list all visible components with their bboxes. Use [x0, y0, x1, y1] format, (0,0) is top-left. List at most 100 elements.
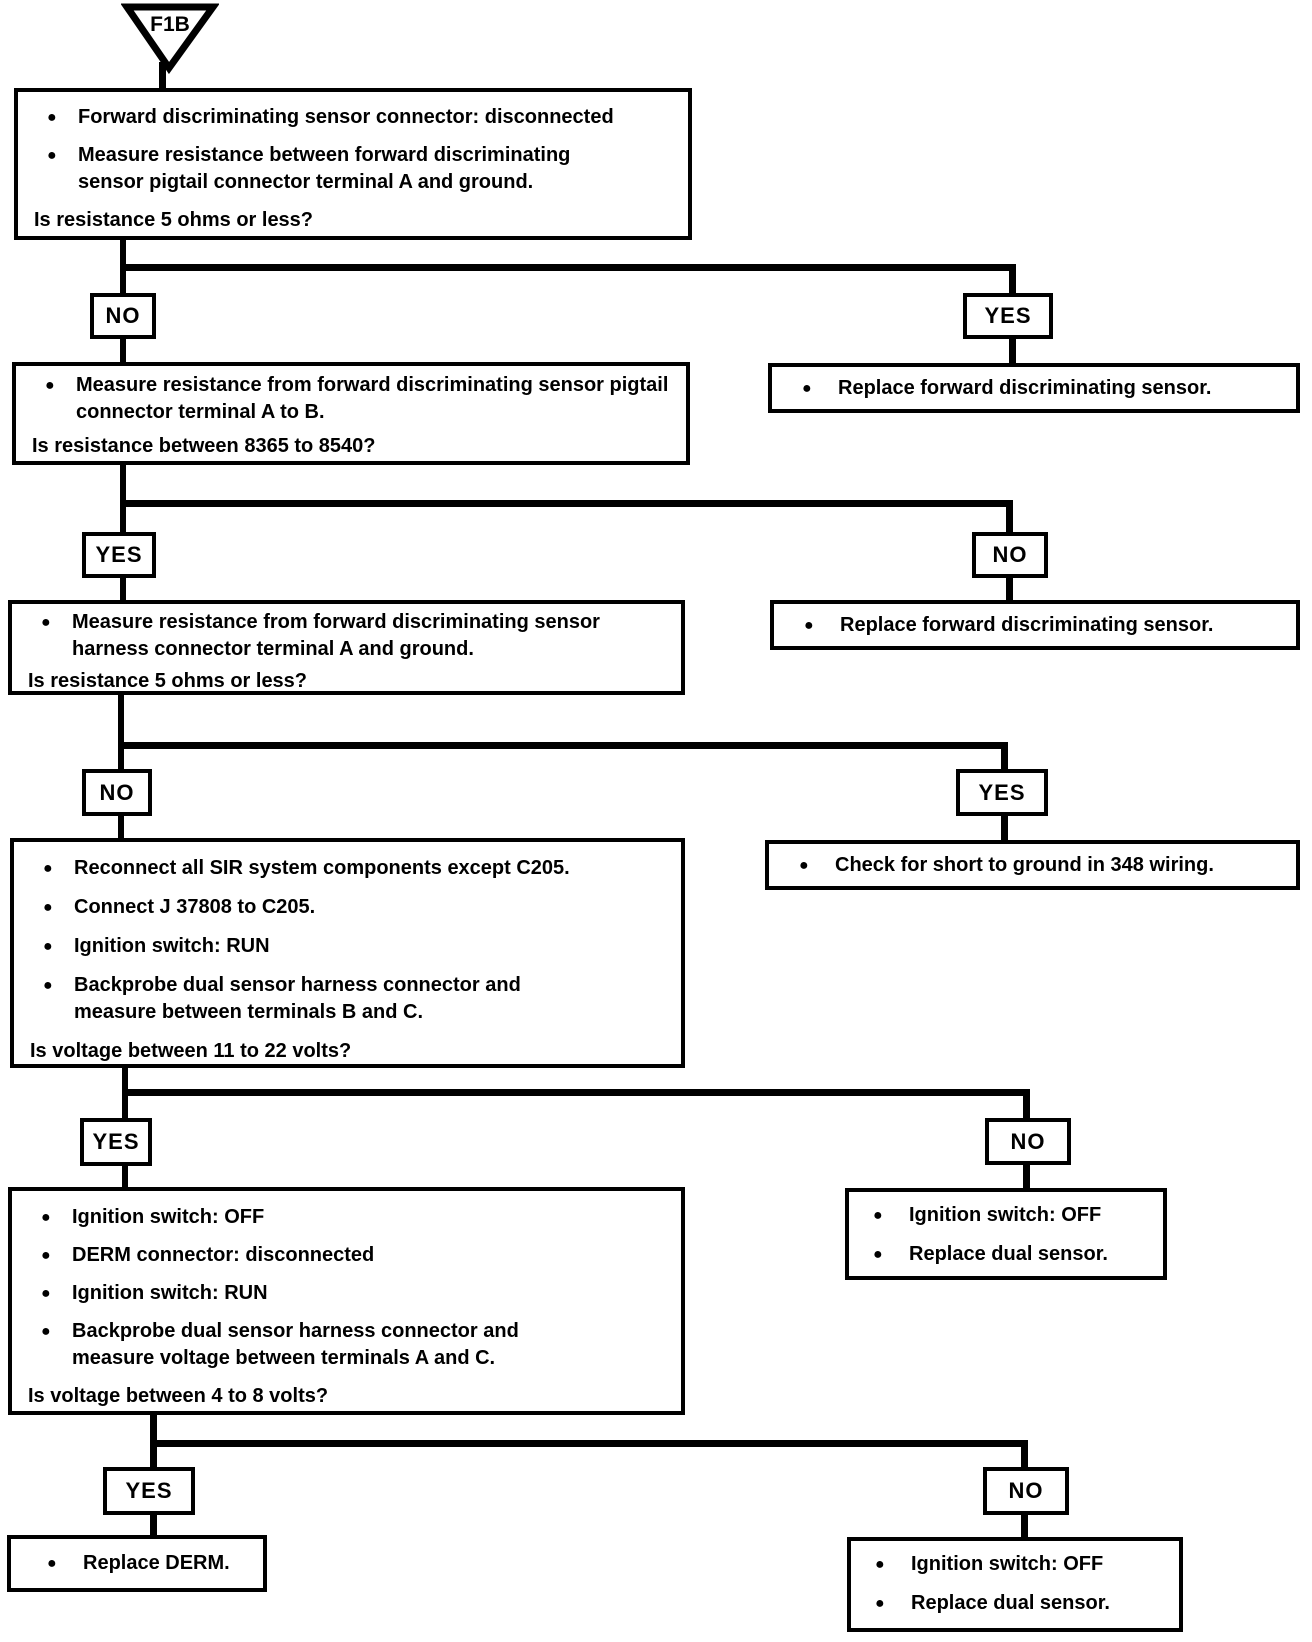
connector-line — [122, 1089, 1030, 1096]
bullet-dot-icon: ● — [47, 109, 57, 126]
bullet-text: Replace forward discriminating sensor. — [840, 613, 1214, 636]
bullet-dot-icon: ● — [47, 1555, 57, 1572]
question-text: Is voltage between 11 to 22 volts? — [30, 1040, 352, 1062]
bullet-item: ● Backprobe dual sensor harness connecto… — [41, 1318, 673, 1372]
bullet-item: ● DERM connector: disconnected — [41, 1242, 673, 1269]
action-box-replace-forward-sensor-1: ● Replace forward discriminating sensor. — [768, 363, 1300, 413]
bullet-dot-icon: ● — [41, 1285, 51, 1302]
connector-line — [1006, 576, 1013, 602]
connector-line — [1009, 337, 1016, 365]
question-box-4: ● Reconnect all SIR system components ex… — [10, 838, 685, 1068]
bullet-item: ● Backprobe dual sensor harness connecto… — [43, 972, 673, 1026]
bullet-text: Measure resistance from forward discrimi… — [76, 374, 669, 423]
bullet-text: Ignition switch: RUN — [74, 935, 270, 957]
bullet-text: Ignition switch: OFF — [72, 1206, 265, 1228]
decision-label-no-4: NO — [985, 1118, 1071, 1165]
bullet-item: ● Ignition switch: OFF — [873, 1202, 1163, 1229]
bullet-text: Ignition switch: RUN — [72, 1282, 268, 1304]
bullet-dot-icon: ● — [873, 1207, 883, 1224]
connector-line — [1006, 500, 1013, 534]
bullet-text: Ignition switch: OFF — [911, 1553, 1104, 1575]
bullet-dot-icon: ● — [43, 899, 53, 916]
bullet-text: Backprobe dual sensor harness connector … — [74, 974, 521, 1023]
connector-line — [150, 1440, 1028, 1447]
bullet-dot-icon: ● — [41, 614, 51, 631]
bullet-dot-icon: ● — [802, 379, 812, 397]
bullet-text: Replace DERM. — [83, 1552, 230, 1574]
bullet-item: ● Ignition switch: OFF — [41, 1204, 673, 1231]
connector-line — [1021, 1513, 1028, 1539]
bullet-dot-icon: ● — [804, 616, 814, 634]
bullet-text: Measure resistance between forward discr… — [78, 144, 571, 193]
connector-line — [159, 62, 166, 90]
bullet-item: ● Replace dual sensor. — [873, 1241, 1163, 1268]
question-box-3: ● Measure resistance from forward discri… — [8, 600, 685, 695]
bullet-text: DERM connector: disconnected — [72, 1244, 375, 1266]
connector-line — [1021, 1440, 1028, 1469]
bullet-text: Check for short to ground in 348 wiring. — [835, 853, 1214, 876]
bullet-dot-icon: ● — [41, 1323, 51, 1340]
connector-line — [120, 264, 1016, 271]
decision-label-no-2: NO — [972, 532, 1048, 578]
bullet-dot-icon: ● — [873, 1246, 883, 1263]
decision-label-yes-1: YES — [963, 293, 1053, 339]
decision-label-yes-3: YES — [956, 769, 1048, 816]
bullet-dot-icon: ● — [43, 860, 53, 877]
bullet-item: ● Replace dual sensor. — [875, 1590, 1179, 1617]
triangle-outline — [121, 3, 219, 74]
connector-line — [120, 500, 1013, 507]
connector-line — [1001, 814, 1008, 842]
decision-label-no-3: NO — [82, 769, 152, 816]
connector-line — [1001, 742, 1008, 771]
connector-line — [118, 691, 124, 771]
bullet-dot-icon: ● — [41, 1247, 51, 1264]
question-box-2: ● Measure resistance from forward discri… — [12, 362, 690, 465]
question-text: Is resistance 5 ohms or less? — [28, 670, 308, 692]
decision-label-yes-4: YES — [80, 1118, 152, 1166]
decision-label-no-5: NO — [983, 1467, 1069, 1515]
connector-line — [150, 1513, 157, 1537]
bullet-dot-icon: ● — [43, 977, 53, 994]
bullet-item: ● Measure resistance from forward discri… — [45, 372, 678, 426]
connector-line — [120, 337, 126, 364]
connector-line — [1023, 1163, 1030, 1190]
connector-line — [1009, 264, 1016, 293]
action-box-replace-dual-sensor-1: ● Ignition switch: OFF ● Replace dual se… — [845, 1188, 1167, 1280]
bullet-dot-icon: ● — [875, 1595, 885, 1612]
bullet-text: Replace forward discriminating sensor. — [838, 376, 1212, 399]
question-box-5: ● Ignition switch: OFF ● DERM connector:… — [8, 1187, 685, 1415]
action-box-check-short-348-wiring: ● Check for short to ground in 348 wirin… — [765, 840, 1300, 890]
connector-line — [122, 1164, 128, 1189]
decision-label-yes-2: YES — [82, 532, 156, 578]
bullet-dot-icon: ● — [875, 1556, 885, 1573]
action-box-replace-dual-sensor-2: ● Ignition switch: OFF ● Replace dual se… — [847, 1537, 1183, 1632]
action-box-replace-derm: ● Replace DERM. — [7, 1535, 267, 1592]
bullet-dot-icon: ● — [799, 856, 809, 874]
continuation-flag-triangle: F1B — [121, 3, 219, 74]
bullet-dot-icon: ● — [45, 377, 55, 394]
bullet-dot-icon: ● — [43, 938, 53, 955]
connector-line — [1023, 1089, 1030, 1120]
question-box-1: ● Forward discriminating sensor connecto… — [14, 88, 692, 240]
question-text: Is resistance between 8365 to 8540? — [32, 435, 376, 457]
bullet-item: ● Forward discriminating sensor connecto… — [47, 104, 680, 131]
bullet-text: Backprobe dual sensor harness connector … — [72, 1320, 519, 1369]
flag-label: F1B — [150, 13, 190, 36]
connector-line — [118, 742, 1008, 749]
bullet-text: Replace dual sensor. — [911, 1592, 1110, 1614]
connector-line — [120, 461, 126, 534]
bullet-dot-icon: ● — [47, 147, 57, 164]
connector-line — [120, 576, 126, 602]
bullet-item: ● Ignition switch: RUN — [41, 1280, 673, 1307]
decision-label-no-1: NO — [90, 293, 156, 339]
question-text: Is resistance 5 ohms or less? — [34, 209, 314, 231]
bullet-text: Ignition switch: OFF — [909, 1204, 1102, 1226]
bullet-item: ● Measure resistance from forward discri… — [41, 609, 673, 663]
bullet-item: ● Connect J 37808 to C205. — [43, 894, 673, 921]
bullet-text: Measure resistance from forward discrimi… — [72, 611, 600, 660]
bullet-item: ● Reconnect all SIR system components ex… — [43, 855, 673, 882]
bullet-text: Reconnect all SIR system components exce… — [74, 857, 570, 879]
bullet-item: ● Ignition switch: RUN — [43, 933, 673, 960]
bullet-text: Replace dual sensor. — [909, 1243, 1108, 1265]
